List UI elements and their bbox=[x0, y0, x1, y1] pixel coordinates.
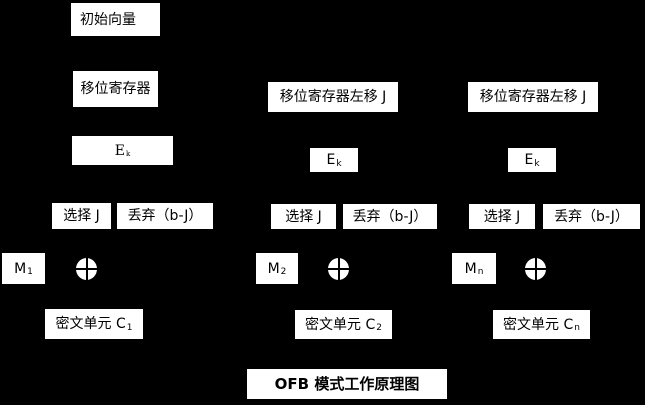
select-j-box-3: 选择 J bbox=[469, 204, 535, 229]
shift-register-box-3: 移位寄存器左移 J bbox=[468, 82, 598, 112]
message-label: M bbox=[267, 260, 280, 277]
ciphertext-label: 密文单元 C bbox=[55, 316, 126, 332]
discard-label: 丢弃（b-J） bbox=[554, 208, 629, 225]
select-j-box-2: 选择 J bbox=[271, 204, 336, 229]
message-label: M bbox=[464, 260, 477, 277]
xor-icon bbox=[328, 258, 349, 280]
message-subscript: n bbox=[477, 267, 484, 277]
initial-vector-label: 初始向量 bbox=[80, 11, 136, 28]
cipher-ek-label: E bbox=[114, 142, 125, 159]
discard-box-3: 丢弃（b-J） bbox=[543, 204, 640, 229]
ciphertext-label: 密文单元 C bbox=[305, 316, 376, 333]
discard-box-1: 丢弃（b-J） bbox=[117, 203, 213, 229]
cipher-ek-label: E bbox=[524, 152, 534, 168]
message-subscript: 2 bbox=[280, 267, 287, 277]
select-j-box-1: 选择 J bbox=[52, 203, 111, 229]
select-j-label: 选择 J bbox=[285, 208, 322, 225]
discard-label: 丢弃（b-J） bbox=[127, 208, 203, 224]
discard-label: 丢弃（b-J） bbox=[352, 208, 428, 225]
message-label: M bbox=[14, 260, 27, 277]
initial-vector-box: 初始向量 bbox=[71, 3, 160, 36]
cipher-ek-subscript: k bbox=[534, 158, 540, 169]
xor-icon bbox=[525, 258, 546, 280]
shift-register-box-1: 移位寄存器 bbox=[73, 71, 158, 107]
ciphertext-subscript: 2 bbox=[376, 323, 382, 333]
discard-box-2: 丢弃（b-J） bbox=[343, 204, 437, 229]
cipher-ek-label: E bbox=[326, 152, 336, 168]
xor-icon bbox=[76, 258, 97, 280]
select-j-label: 选择 J bbox=[483, 208, 521, 225]
cipher-ek-subscript: k bbox=[336, 158, 342, 169]
shift-register-label: 移位寄存器 bbox=[80, 81, 151, 97]
select-j-label: 选择 J bbox=[63, 208, 100, 224]
shift-register-box-2: 移位寄存器左移 J bbox=[268, 82, 398, 112]
shift-register-label: 移位寄存器左移 J bbox=[279, 89, 387, 105]
cipher-ek-subscript: k bbox=[125, 150, 131, 158]
message-subscript: 1 bbox=[27, 267, 33, 277]
ciphertext-label: 密文单元 C bbox=[503, 316, 574, 333]
ciphertext-subscript: 1 bbox=[126, 322, 133, 333]
diagram-title-label: OFB 模式工作原理图 bbox=[274, 374, 420, 393]
diagram-title: OFB 模式工作原理图 bbox=[247, 369, 447, 399]
shift-register-label: 移位寄存器左移 J bbox=[479, 89, 587, 105]
ciphertext-subscript: n bbox=[574, 323, 580, 333]
